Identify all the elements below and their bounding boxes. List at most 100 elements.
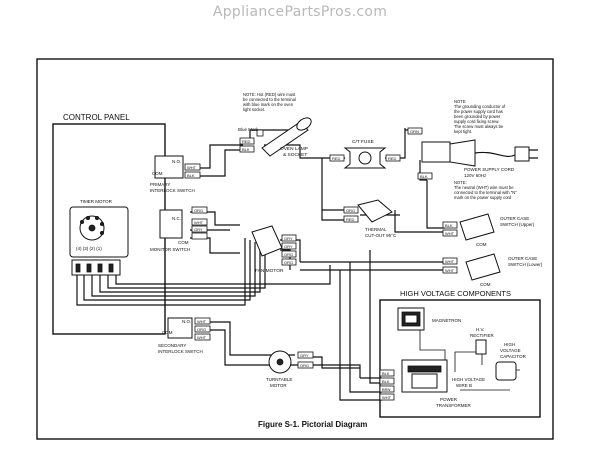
cord-blk-tag: BLK <box>420 174 428 179</box>
lower-wht-tag: WHT <box>445 259 455 264</box>
monitor-wht-tag: WHT <box>194 220 204 225</box>
lower-wht-tag-2: WHT <box>445 268 455 273</box>
blue-mark-label: Blue Mark <box>238 127 259 132</box>
monitor-nc-label: N.C. <box>172 216 181 221</box>
hv-capacitor-label-3: CAPACITOR <box>500 354 527 359</box>
fuse-red-tag-right: RED <box>388 156 397 161</box>
outer-frame <box>36 58 554 440</box>
monitor-switch-label: MONITOR SWITCH <box>150 247 190 252</box>
lamp-blk-tag: BLK <box>242 147 250 152</box>
ground-note-4: been grounded by power <box>454 114 501 119</box>
fan-motor <box>251 225 297 266</box>
timer-motor <box>69 206 129 276</box>
turntable-label-1: TURNTABLE <box>266 377 292 382</box>
thermal-org-tag: ORG <box>346 208 355 213</box>
fuse-red-tag-left: RED <box>332 156 341 161</box>
lamp-red-tag: RED <box>242 139 251 144</box>
thermal-red-tag: RED <box>346 217 355 222</box>
primary-interlock-switch <box>154 155 201 179</box>
ground-note-7: kept tight. <box>454 129 472 134</box>
power-supply-cord <box>407 127 538 180</box>
power-cord-label-1: POWER SUPPLY CORD <box>464 167 515 172</box>
primary-interlock-label-1: PRIMARY <box>150 182 170 187</box>
outer-lower-label-1: OUTER CASE <box>508 256 537 261</box>
hv-capacitor-label-2: VOLTAGE <box>500 348 521 353</box>
transformer-wht-tag: WHT <box>382 395 392 400</box>
lamp-note-4: light socket. <box>243 107 265 112</box>
outer-lower-label-2: SWITCH (Lower) <box>508 262 543 267</box>
secondary-interlock-switch <box>167 317 211 341</box>
primary-no-label: N.O. <box>172 159 181 164</box>
ground-note-2: The grounding conductor of <box>454 104 506 109</box>
outer-upper-label-1: OUTER CASE <box>500 216 529 221</box>
transformer-blk-tag: BLK <box>382 371 390 376</box>
secondary-com-label: COM <box>162 330 173 335</box>
ground-note-6: The screw must always be <box>454 124 504 129</box>
secondary-no-label: N.O. <box>182 319 191 324</box>
turntable-motor <box>268 350 314 374</box>
upper-blk-tag: BLK <box>445 223 453 228</box>
transformer-brn-tag: BRN <box>382 387 391 392</box>
lower-com-label: COM <box>480 282 491 287</box>
magnetron-label: MAGNETRON <box>432 318 461 323</box>
turntable-org-tag: ORG <box>300 363 309 368</box>
turntable-gry-tag: GRY <box>300 353 309 358</box>
secondary-wht-tag: WHT <box>197 319 207 324</box>
oven-lamp-label-2: & SOCKET <box>283 152 307 158</box>
high-voltage-box <box>379 299 541 418</box>
thermal-cutout-label-2: CUT-OUT 95°C <box>365 233 397 238</box>
hv-capacitor-label-1: HIGH <box>504 342 515 347</box>
hv-wire-label-2: WIRE B <box>456 383 472 388</box>
thermal-cutout-label-1: THERMAL <box>365 227 387 232</box>
power-cord-label-2: 120V 60Hz <box>464 173 487 178</box>
neutral-note-4: mark on the power supply cord <box>454 195 512 200</box>
neutral-note-3: connected to the terminal with "N" <box>454 190 517 195</box>
hv-rectifier-label-2: RECTIFIER <box>470 333 495 338</box>
thermal-cutout <box>343 199 393 223</box>
lamp-note-3: with blue mark on the oven <box>243 102 294 107</box>
monitor-switch <box>159 206 208 240</box>
ground-note-3: the power supply cord has <box>454 109 503 114</box>
transformer-blk-tag-2: BLK <box>382 379 390 384</box>
high-voltage-label: HIGH VOLTAGE COMPONENTS <box>400 289 511 298</box>
control-panel-label: CONTROL PANEL <box>63 113 130 122</box>
lamp-note-2: be connected to the terminal <box>243 97 296 102</box>
oven-lamp-socket <box>239 117 312 157</box>
fan-gry-tag-2: GRY <box>284 244 293 249</box>
transformer-label-2: TRANSFORMER <box>436 403 472 408</box>
hv-rectifier <box>475 339 487 355</box>
magnetron <box>397 307 425 331</box>
turntable-label-2: MOTOR <box>270 383 287 388</box>
outer-case-switch-upper <box>442 213 495 241</box>
hv-capacitor <box>495 361 517 381</box>
timer-pin-labels: (4) (3) (2) (1) <box>76 246 102 251</box>
monitor-com-label: COM <box>178 240 189 245</box>
fan-org-tag-2: ORG <box>284 260 293 265</box>
secondary-interlock-label-2: INTERLOCK SWITCH <box>158 349 203 354</box>
cord-grn-tag: GRN <box>410 129 419 134</box>
primary-blk-tag: BLK <box>187 173 195 178</box>
secondary-interlock-label-1: SECONDARY <box>158 343 186 348</box>
transformer-label-1: POWER <box>440 397 458 402</box>
oven-lamp-label-1: OVEN LAMP <box>280 146 308 152</box>
neutral-note-1: NOTE: <box>454 180 467 185</box>
ground-note-5: supply cord fixing screw. <box>454 119 499 124</box>
upper-com-label: COM <box>476 242 487 247</box>
monitor-org-tag: ORG <box>194 208 203 213</box>
fan-gry-tag: GRY <box>284 236 293 241</box>
fan-motor-label: FAN MOTOR <box>255 268 284 274</box>
primary-com-label: COM <box>152 171 163 176</box>
neutral-note-2: The neutral (WHT) wire must be <box>454 185 514 190</box>
secondary-org-tag: ORG <box>197 327 206 332</box>
watermark: AppliancePartsPros.com <box>212 4 388 20</box>
power-transformer <box>379 359 448 401</box>
outer-upper-label-2: SWITCH (Upper) <box>500 222 535 227</box>
secondary-wht-tag-2: WHT <box>197 335 207 340</box>
ct-fuse <box>329 147 401 169</box>
primary-wht-tag: WHT <box>187 165 197 170</box>
primary-interlock-label-2: INTERLOCK SWITCH <box>150 188 195 193</box>
fan-org-tag: ORG <box>284 252 293 257</box>
upper-wht-tag: WHT <box>445 231 455 236</box>
ct-fuse-label: C/T FUSE <box>352 139 374 145</box>
